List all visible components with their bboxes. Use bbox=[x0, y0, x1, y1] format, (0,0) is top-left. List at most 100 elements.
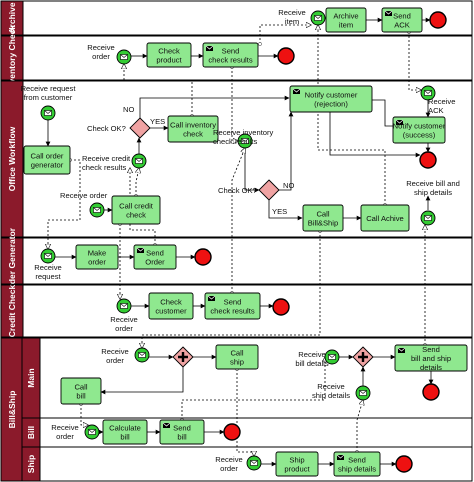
envelope-flap bbox=[336, 454, 345, 459]
envelope-flap bbox=[397, 347, 406, 352]
envelope-icon bbox=[44, 253, 52, 259]
envelope-icon bbox=[359, 390, 367, 396]
notify-rejection-label: Notify customer(rejection) bbox=[305, 91, 358, 109]
envelope-icon bbox=[206, 46, 213, 51]
order-generator-lane-label: Order Generator bbox=[7, 227, 17, 294]
send-ship-details-task bbox=[333, 451, 381, 477]
envelope-icon bbox=[337, 455, 344, 460]
office-workflow-lane-header bbox=[0, 80, 24, 238]
message-flow bbox=[124, 64, 192, 116]
ship-lane-header bbox=[21, 446, 41, 482]
envelope-icon bbox=[241, 138, 249, 144]
envelope-icon bbox=[138, 352, 146, 358]
end-event bbox=[223, 423, 241, 441]
inventory-check-lane-header bbox=[0, 35, 24, 81]
call-achive-label: Call Achive bbox=[366, 214, 404, 223]
envelope-icon bbox=[44, 110, 52, 116]
send-check-results-inv-task bbox=[202, 42, 259, 68]
envelope-flap bbox=[120, 303, 128, 307]
end-event bbox=[395, 455, 413, 473]
envelope-icon bbox=[93, 207, 101, 213]
notify-success-label: Notify customer(success) bbox=[393, 122, 446, 140]
yes1-label: YES bbox=[150, 117, 165, 126]
archive-item-task bbox=[325, 7, 367, 33]
envelope-icon bbox=[250, 460, 258, 466]
envelope-flap bbox=[241, 138, 249, 142]
end-event bbox=[422, 383, 440, 401]
end-event bbox=[277, 47, 295, 65]
envelope-icon bbox=[293, 89, 300, 94]
envelope-flap bbox=[138, 352, 146, 356]
order-generator-lane bbox=[0, 237, 473, 285]
envelope-flap bbox=[250, 460, 258, 464]
no2-label: NO bbox=[283, 181, 294, 190]
envelope-flap bbox=[292, 88, 301, 93]
envelope-icon bbox=[208, 296, 215, 301]
message-flow bbox=[409, 32, 421, 90]
message-flow bbox=[357, 400, 363, 452]
message-flow bbox=[182, 357, 325, 420]
call-bill-task bbox=[60, 377, 102, 405]
envelope-flap bbox=[120, 54, 128, 58]
check-ok-2-label: Check OK? bbox=[218, 186, 257, 195]
archive-lane-label: Archive bbox=[7, 2, 17, 33]
envelope-flap bbox=[424, 90, 432, 94]
envelope-flap bbox=[162, 422, 171, 427]
archive-lane-header bbox=[0, 0, 24, 36]
message-flow bbox=[48, 160, 81, 249]
plus-icon bbox=[358, 352, 368, 362]
make-order-task bbox=[75, 244, 119, 270]
message-flow bbox=[81, 404, 88, 425]
call-ship-task bbox=[215, 344, 259, 370]
bill-lane-label: Bill bbox=[26, 426, 36, 439]
envelope-flap bbox=[359, 390, 367, 394]
check-ok-1-label: Check OK? bbox=[87, 124, 126, 133]
credit-check-lane-label: Credit Check bbox=[7, 285, 17, 338]
envelope-flap bbox=[135, 158, 143, 162]
sequence-flow bbox=[279, 111, 294, 191]
office-workflow-lane-label: Office Workflow bbox=[7, 126, 17, 191]
envelope-icon bbox=[137, 248, 144, 253]
envelope-icon bbox=[396, 120, 403, 125]
envelope-flap bbox=[395, 119, 404, 124]
envelope-icon bbox=[398, 348, 405, 353]
envelope-flap bbox=[205, 45, 214, 50]
envelope-flap bbox=[207, 295, 216, 300]
call-bill-ship-task bbox=[302, 204, 344, 232]
call-credit-check-task bbox=[111, 195, 161, 225]
end-event bbox=[419, 151, 437, 169]
envelope-flap bbox=[88, 429, 96, 433]
bill-ship-lane-label: Bill&Ship bbox=[7, 391, 17, 429]
check-product-task bbox=[146, 42, 192, 68]
exclusive-gateway bbox=[129, 117, 151, 139]
end-event bbox=[194, 248, 212, 266]
call-achive-task bbox=[360, 204, 410, 232]
envelope-flap bbox=[136, 247, 145, 252]
envelope-icon bbox=[120, 303, 128, 309]
order-generator-lane-header bbox=[0, 237, 24, 285]
send-bill-task bbox=[159, 419, 205, 445]
